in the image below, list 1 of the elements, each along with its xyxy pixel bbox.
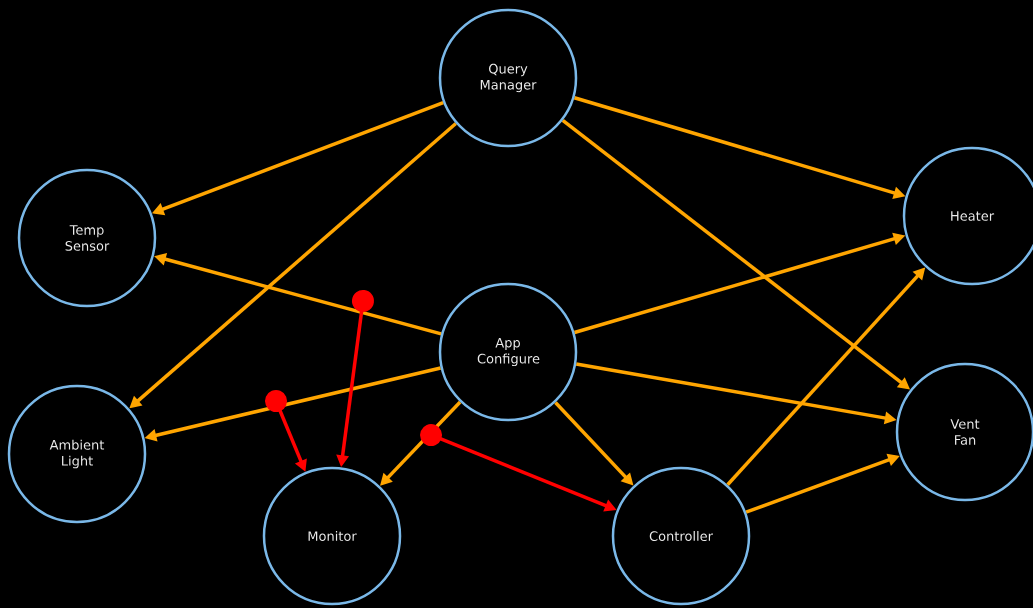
arrow bbox=[380, 400, 462, 486]
